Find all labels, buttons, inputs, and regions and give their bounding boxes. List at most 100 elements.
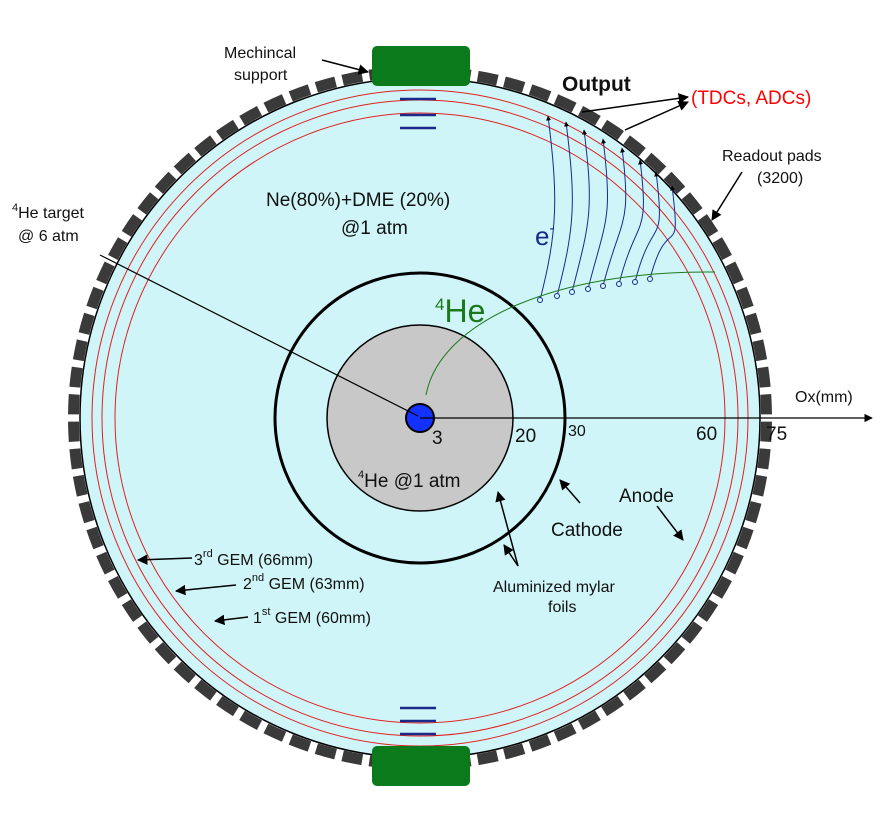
ionization-point bbox=[600, 283, 606, 289]
gem3-label: 3rd GEM (66mm) bbox=[194, 548, 313, 569]
target-pointer bbox=[99, 254, 419, 417]
readout-pad bbox=[96, 261, 115, 285]
readout-pad bbox=[263, 723, 287, 742]
ionization-point bbox=[585, 286, 591, 292]
readout-pad bbox=[623, 679, 646, 701]
readout-pad bbox=[86, 526, 104, 550]
readout-count-label: (3200) bbox=[757, 170, 803, 187]
readout-pad bbox=[173, 661, 196, 684]
output-arrow-2 bbox=[624, 101, 689, 131]
readout-pad bbox=[623, 135, 646, 157]
readout-pad bbox=[78, 501, 95, 524]
readout-pad bbox=[745, 312, 762, 335]
readout-pad bbox=[752, 474, 768, 497]
anode-label: Anode bbox=[619, 486, 674, 507]
mech-support-label: Mechincal bbox=[224, 45, 296, 62]
readout-pad bbox=[108, 575, 128, 599]
electron-drift-line bbox=[539, 115, 556, 301]
readout-pad bbox=[154, 171, 177, 194]
readout-pad bbox=[553, 94, 577, 113]
cathode-arrow bbox=[559, 479, 581, 504]
helium-track bbox=[425, 271, 716, 396]
output-label: Output bbox=[562, 73, 631, 96]
readout-pad bbox=[503, 76, 526, 93]
tick-20: 20 bbox=[515, 426, 536, 447]
readout-pad bbox=[553, 723, 577, 742]
readout-pad bbox=[68, 421, 80, 442]
gem3-arrow bbox=[136, 554, 193, 565]
electron-drift-lines bbox=[537, 115, 676, 303]
mylar-arrow-1 bbox=[495, 490, 519, 567]
readout-pad bbox=[725, 551, 744, 575]
electron-drift-line bbox=[618, 159, 644, 285]
readout-pad bbox=[681, 621, 703, 644]
readout-pad bbox=[86, 286, 104, 310]
readout-pad bbox=[681, 192, 703, 215]
readout-pad bbox=[288, 734, 312, 752]
electron-drift-line bbox=[602, 147, 627, 287]
readout-pad bbox=[476, 70, 499, 86]
target-label: 4He target bbox=[12, 202, 84, 222]
electron-drift-line bbox=[634, 171, 660, 283]
readout-pad bbox=[239, 106, 263, 126]
ionization-point bbox=[632, 279, 638, 285]
ionization-point bbox=[554, 293, 560, 299]
readout-pad bbox=[663, 171, 686, 194]
readout-pad bbox=[154, 642, 177, 665]
readout-pad bbox=[263, 94, 287, 113]
readout-pad bbox=[96, 551, 115, 575]
tick-3: 3 bbox=[432, 428, 443, 449]
readout-pad bbox=[194, 135, 217, 157]
readout-pad bbox=[712, 575, 732, 599]
gas-label: Ne(80%)+DME (20%) bbox=[266, 190, 450, 211]
readout-pad bbox=[528, 734, 552, 752]
target-pressure-label: @ 6 atm bbox=[18, 228, 79, 245]
readout-pad bbox=[757, 366, 771, 388]
readout-pad bbox=[663, 642, 686, 665]
tdc-adc-label: (TDCs, ADCs) bbox=[691, 88, 811, 109]
readout-pad bbox=[644, 661, 667, 684]
readout-pad bbox=[745, 501, 762, 524]
gem1-arrow bbox=[213, 614, 249, 626]
readout-pad bbox=[341, 750, 364, 766]
readout-pad bbox=[137, 192, 159, 215]
readout-pad bbox=[69, 366, 83, 388]
readout-pad bbox=[697, 214, 719, 237]
readout-pad bbox=[503, 743, 526, 760]
readout-pad bbox=[752, 339, 768, 362]
tick-30: 30 bbox=[568, 423, 586, 440]
tick-75: 75 bbox=[766, 424, 787, 445]
mylar-label-2: foils bbox=[548, 599, 576, 616]
gem1-label: 1st GEM (60mm) bbox=[253, 606, 371, 627]
gem2-arrow bbox=[174, 584, 237, 596]
ionization-point bbox=[569, 289, 575, 295]
electron-drift-line bbox=[649, 185, 676, 280]
cathode-label: Cathode bbox=[551, 520, 623, 541]
mech-support-label-2: support bbox=[234, 67, 288, 84]
readout-pad bbox=[314, 76, 337, 93]
readout-pad bbox=[121, 599, 143, 622]
readout-pad bbox=[216, 695, 239, 717]
readout-pad bbox=[601, 119, 624, 141]
annotation-arrows bbox=[136, 59, 743, 626]
axis-label: Ox(mm) bbox=[795, 389, 853, 406]
readout-pad bbox=[239, 710, 263, 730]
mylar-label: Aluminized mylar bbox=[493, 579, 615, 596]
helium-label: 4He bbox=[435, 293, 485, 329]
ionization-point bbox=[537, 297, 543, 303]
readout-pad bbox=[72, 339, 88, 362]
readout-pad bbox=[216, 119, 239, 141]
readout-pad bbox=[760, 421, 772, 442]
readout-pad bbox=[736, 526, 754, 550]
readout-label: Readout pads bbox=[722, 148, 822, 165]
readout-pad bbox=[760, 394, 772, 415]
readout-pad bbox=[712, 237, 732, 261]
readout-pad bbox=[577, 710, 601, 730]
readout-pad bbox=[528, 84, 552, 102]
mechanical-support-bottom bbox=[372, 746, 470, 786]
support-marks-bottom bbox=[400, 706, 436, 736]
gem2-label: 2nd GEM (63mm) bbox=[243, 572, 365, 593]
readout-pad bbox=[736, 286, 754, 310]
readout-pad bbox=[121, 214, 143, 237]
